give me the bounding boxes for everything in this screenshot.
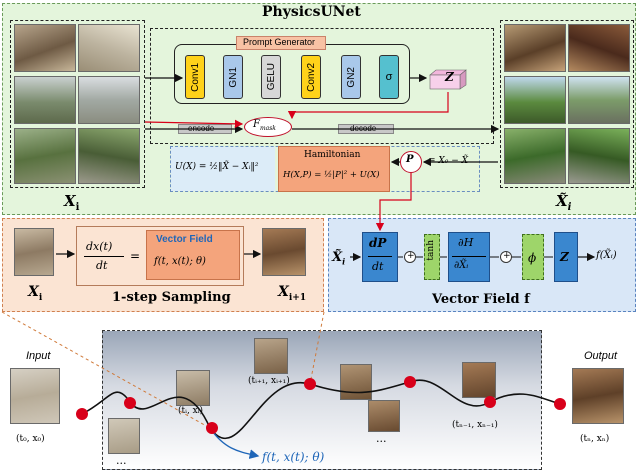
vf-tanh-label: tanh <box>426 240 436 261</box>
energy-equation: U(X) = ½‖X̃ − Xᵢ‖² <box>175 162 259 172</box>
energy-box <box>171 147 275 191</box>
input-image-5 <box>14 128 76 184</box>
sampling-dxdt-den: dt <box>96 259 108 272</box>
trajectory-tn: (tₙ, xₙ) <box>580 434 610 444</box>
vf-dpdt-box <box>362 232 398 282</box>
vf-plus-1-label: + <box>407 251 415 261</box>
traj-point-n <box>554 398 566 410</box>
vf-dp: dP <box>369 236 387 250</box>
traj-image-a <box>108 418 140 454</box>
trajectory-ti1: (tᵢ₊₁, xᵢ₊₁) <box>248 376 290 386</box>
p-node-label: P <box>406 154 414 165</box>
traj-image-e <box>368 400 400 432</box>
input-images-frame <box>10 20 145 188</box>
vf-output-label: f(X̃ᵢ) <box>596 250 617 261</box>
sampling-vf-box <box>146 230 240 280</box>
sampling-vf-eq: f(t, x(t); θ) <box>154 256 206 267</box>
traj-image-b <box>176 370 210 406</box>
vf-dxi: ∂X̃ᵢ <box>454 260 469 271</box>
sampling-x-in: Xi <box>28 284 43 303</box>
conv1-block: Conv1 <box>185 55 205 99</box>
vf-dh-box <box>448 232 490 282</box>
traj-dots-a: ... <box>116 454 127 467</box>
physicsunet-title: PhysicsUNet <box>262 4 361 20</box>
output-image-2 <box>568 24 630 72</box>
p-node <box>400 151 422 173</box>
vf-plus-2-label: + <box>503 251 511 261</box>
decode-label: decode <box>350 124 377 133</box>
input-image-2 <box>78 24 140 72</box>
x-i-label-top: Xi <box>64 192 80 213</box>
vf-z-box <box>554 232 578 282</box>
traj-point-0 <box>76 408 88 420</box>
input-image-6 <box>78 128 140 184</box>
output-image-4 <box>568 76 630 124</box>
input-image-1 <box>14 24 76 72</box>
sigma-block: σ <box>379 55 399 99</box>
trajectory-output-label: Output <box>584 350 618 362</box>
f-mask-node <box>244 117 292 137</box>
trajectory-ftheta: f(t, x(t); θ) <box>262 450 325 464</box>
z-tensor <box>428 68 468 90</box>
vf-plus-2 <box>500 251 512 263</box>
output-image-3 <box>504 76 566 124</box>
vf-phi-box <box>522 234 544 280</box>
output-images-frame <box>500 20 634 188</box>
vf-caption: Vector Field f <box>432 292 530 307</box>
output-image-6 <box>568 128 630 184</box>
gn1-block: GN1 <box>223 55 243 99</box>
vf-input-label: X̃i <box>332 250 346 267</box>
vf-dh-line <box>452 256 486 257</box>
sampling-equals: = <box>130 249 141 263</box>
traj-image-f <box>462 362 496 398</box>
sampling-caption: 1-step Sampling <box>112 290 231 305</box>
vf-tanh-box <box>424 234 440 280</box>
vf-dpdt-line <box>368 256 392 257</box>
vf-dh: ∂H <box>458 236 474 249</box>
p-equation: = X₀ − X̃ <box>428 156 469 166</box>
encode-label: encode <box>188 124 215 133</box>
traj-image-c <box>254 338 288 374</box>
output-image-5 <box>504 128 566 184</box>
sampling-fraction-line <box>84 256 124 257</box>
sampling-vf-label: Vector Field <box>156 234 213 245</box>
trajectory-ti: (tᵢ, xᵢ) <box>178 406 204 416</box>
prompt-generator-header <box>236 36 326 50</box>
vf-plus-1 <box>404 251 416 263</box>
f-mask-label: Fmask <box>253 119 276 132</box>
hamiltonian-title: Hamiltonian <box>304 150 361 160</box>
traj-image-d <box>340 364 372 400</box>
sampling-input-image <box>14 228 54 276</box>
sampling-x-out: Xi+1 <box>278 284 307 303</box>
trajectory-output-image <box>572 368 624 424</box>
output-image-1 <box>504 24 566 72</box>
sampling-output-image <box>262 228 306 276</box>
sampling-dxdt-num: dx(t) <box>86 240 113 253</box>
hamiltonian-equation: H(X,P) = ½|P|² + U(X) <box>283 170 380 180</box>
prompt-generator-label: Prompt Generator <box>243 37 316 47</box>
gn2-block: GN2 <box>341 55 361 99</box>
vf-phi-label: ϕ <box>528 251 537 265</box>
input-image-4 <box>78 76 140 124</box>
input-image-3 <box>14 76 76 124</box>
vf-z-label: Z <box>560 250 569 264</box>
z-label-top: Z <box>445 70 454 84</box>
prompt-generator-frame <box>174 44 410 104</box>
trajectory-panel <box>102 330 542 470</box>
hamiltonian-box <box>278 146 390 192</box>
gelu-block: GELU <box>261 55 281 99</box>
vf-dt: dt <box>372 260 384 273</box>
trajectory-tn1: (tₙ₋₁, xₙ₋₁) <box>452 420 498 430</box>
trajectory-input-image <box>10 368 60 424</box>
x-tilde-label-top: X̃i <box>556 192 572 213</box>
unet-core-frame <box>150 28 494 144</box>
trajectory-input-label: Input <box>26 350 51 362</box>
traj-dots-b: ... <box>376 432 387 445</box>
conv2-block: Conv2 <box>301 55 321 99</box>
trajectory-t0: (t₀, x₀) <box>16 434 45 444</box>
